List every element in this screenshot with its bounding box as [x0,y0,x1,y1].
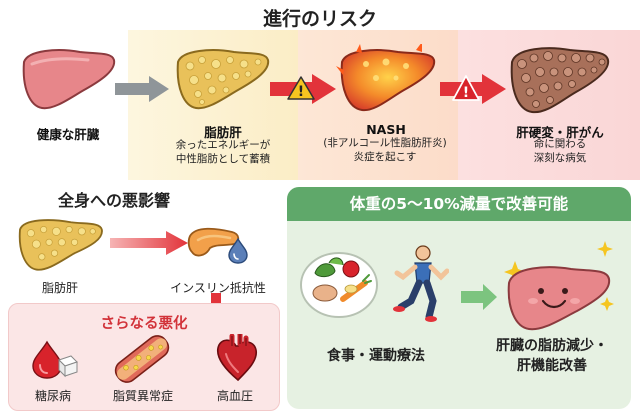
stage-label-nash: NASH [366,122,406,137]
condition-dyslipidemia: 脂質異常症 [112,389,173,403]
condition-diabetes: 糖尿病 [34,389,71,403]
stage-label-cirrhosis: 肝硬変・肝がん [516,125,604,140]
fatty-liver-icon [172,44,272,116]
warning-mark-1: ! [298,84,304,100]
warning-icon: ! [287,76,315,100]
condition-hypertension: 高血圧 [216,389,253,403]
warning-icon-2: ! [452,75,480,101]
improvement-title: 体重の5〜10%減量で改善可能 [287,187,631,221]
worsening-panel: さらなる悪化 糖尿病 脂質異常症 [8,303,280,411]
warning-mark-2: ! [463,85,469,101]
diabetes-icon [29,340,79,380]
result-line-1: 肝臓の脂肪減少・ [496,338,608,354]
improvement-panel: 体重の5〜10%減量で改善可能 [287,187,631,409]
insulin-resistance-label: インスリン抵抗性 [170,281,266,295]
stage-desc-cirrhosis-2: 深刻な病気 [533,152,587,164]
healthy-liver-icon [18,44,118,116]
stage-desc-nash-2: 炎症を起こす [353,151,417,163]
systemic-effects-title: 全身への悪影響 [58,191,171,210]
cirrhotic-liver-icon [506,42,614,120]
food-plate-icon [299,249,379,319]
systemic-arrow-icon [108,230,190,256]
worsening-title: さらなる悪化 [100,316,188,332]
progress-arrow-icon [113,74,171,104]
stage-desc-fatty-1: 余ったエネルギーが [175,139,271,151]
stage-desc-cirrhosis-1: 命に関わる [533,138,587,150]
blood-drop-icon [227,238,249,264]
improvement-arrow-icon [459,283,499,311]
page-title: 進行のリスク [262,8,377,30]
systemic-fatty-liver-label: 脂肪肝 [41,281,78,295]
inflamed-liver-icon [336,44,440,118]
runner-icon [393,245,449,323]
sugar-cube-icon [58,355,78,378]
pancreas-icon [186,222,242,262]
artery-plaque-icon [114,334,170,384]
stage-desc-nash-1: (非アルコール性脂肪肝炎) [323,137,447,149]
result-line-2: 肝機能改善 [517,358,587,374]
stage-desc-fatty-2: 中性脂肪として蓄積 [175,153,271,165]
sparkle-icon [504,241,614,311]
stage-label-healthy: 健康な肝臓 [36,127,100,142]
happy-liver-icon [495,239,623,335]
stage-label-fatty: 脂肪肝 [204,125,242,140]
fatty-liver-small-icon [14,215,106,275]
therapy-label: 食事・運動療法 [327,348,425,364]
heart-icon [214,334,260,384]
